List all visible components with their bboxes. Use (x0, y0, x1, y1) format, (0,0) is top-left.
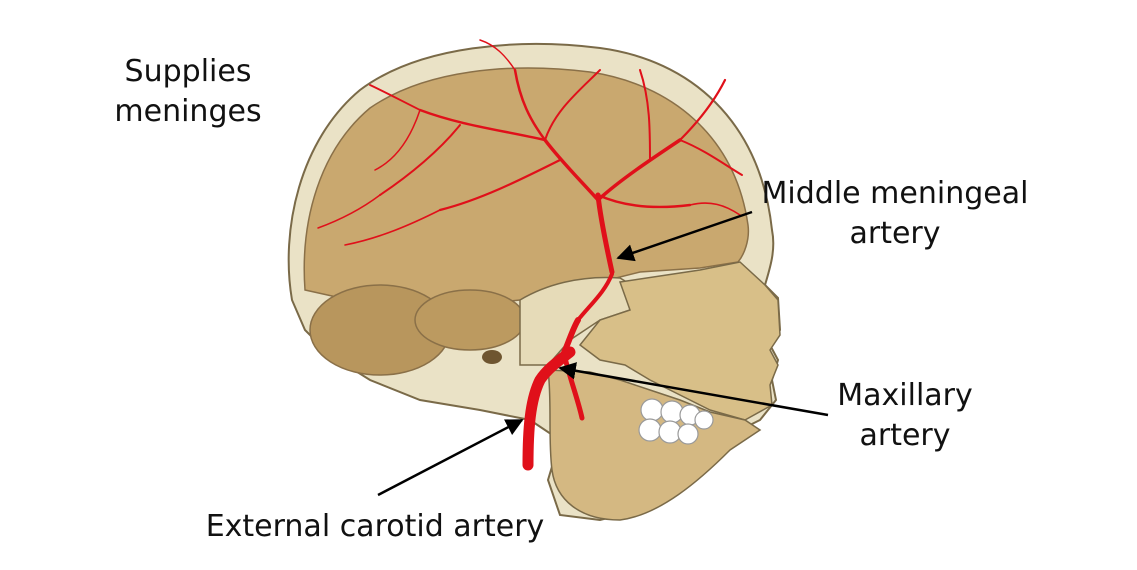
label-max-line2: artery (859, 418, 951, 453)
mandible (547, 369, 762, 521)
label-maxillary-artery: Maxillary artery (820, 376, 990, 456)
foramen (482, 350, 502, 364)
facial-bones (578, 261, 781, 421)
middle-meningeal-branches (317, 39, 743, 275)
label-supplies-line2: meninges (114, 94, 262, 129)
label-mma-line1: Middle meningeal (761, 176, 1029, 211)
label-mma-line2: artery (849, 216, 941, 251)
arrow-middle-meningeal (616, 210, 753, 262)
label-supplies-meninges: Supplies meninges (98, 52, 278, 132)
label-max-line1: Maxillary (837, 378, 973, 413)
middle-fossa (414, 289, 526, 351)
arrow-external-carotid (377, 418, 524, 497)
label-eca-line1: External carotid artery (205, 509, 545, 544)
label-external-carotid-artery: External carotid artery (190, 507, 560, 547)
label-supplies-line1: Supplies (124, 54, 252, 89)
label-middle-meningeal-artery: Middle meningeal artery (745, 174, 1045, 254)
arrow-maxillary (558, 362, 829, 417)
cranial-cavity (303, 67, 750, 306)
teeth (638, 398, 714, 445)
